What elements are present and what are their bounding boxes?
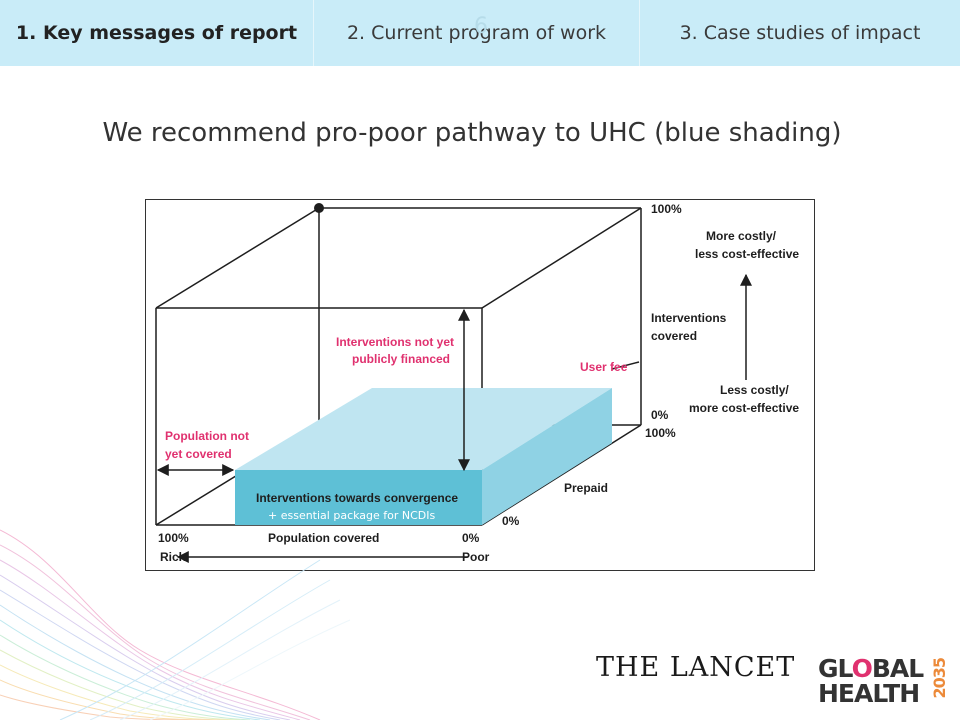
label-user-fee: User fee [580,360,628,374]
top-nav: 1. Key messages of report 2. Current pro… [0,0,960,66]
lancet-logo: THE LANCET [596,652,796,683]
coverage-top-face [235,388,612,470]
label-poor: Poor [462,550,490,564]
cube-corner-dot [314,203,324,213]
label-more-costly-1: More costly/ [706,229,777,243]
label-rich: Rich [160,550,186,564]
slide-title: We recommend pro-poor pathway to UHC (bl… [102,118,842,148]
label-interventions-covered-1: Interventions [651,311,727,325]
label-not-financed-2: publicly financed [352,352,450,366]
label-population-covered: Population covered [268,531,379,545]
label-pct-0-mid: 0% [651,408,669,422]
gh-line2: HEALTH [818,679,920,708]
label-convergence: Interventions towards convergence [256,491,458,505]
label-pct-100-mid: 100% [645,426,676,440]
diagram-arrows [156,273,752,563]
label-pct-100-top: 100% [651,202,682,216]
slide-number-ghost: 6 [474,14,488,39]
label-less-costly-2: more cost-effective [689,401,799,415]
label-essential-package: + essential package for NCDIs [268,509,436,522]
label-pop-not-covered-2: yet covered [165,447,232,461]
tab-current-program[interactable]: 2. Current program of work [313,0,640,66]
label-not-financed-1: Interventions not yet [336,335,454,349]
label-pop-not-covered-1: Population not [165,429,249,443]
label-pct-100-left: 100% [158,531,189,545]
label-less-costly-1: Less costly/ [720,383,789,397]
global-health-2035-logo: GLOBAL HEALTH 2035 [818,654,960,708]
label-pct-0-bottom: 0% [502,514,520,528]
tab-case-studies[interactable]: 3. Case studies of impact [679,22,921,44]
label-more-costly-2: less cost-effective [695,247,799,261]
label-interventions-covered-2: covered [651,329,697,343]
tab-key-messages[interactable]: 1. Key messages of report [15,22,298,44]
gh-year: 2035 [930,658,949,699]
coverage-front-face [235,470,482,525]
uhc-cube-diagram: Interventions not yet publicly financed … [145,199,815,571]
label-prepaid: Prepaid [564,481,608,495]
coverage-side-face [482,388,612,525]
decorative-waves [0,529,351,720]
gh-line1: GLOBAL [818,654,924,683]
cube-svg: Interventions not yet publicly financed … [155,202,799,564]
label-pct-0-front: 0% [462,531,480,545]
